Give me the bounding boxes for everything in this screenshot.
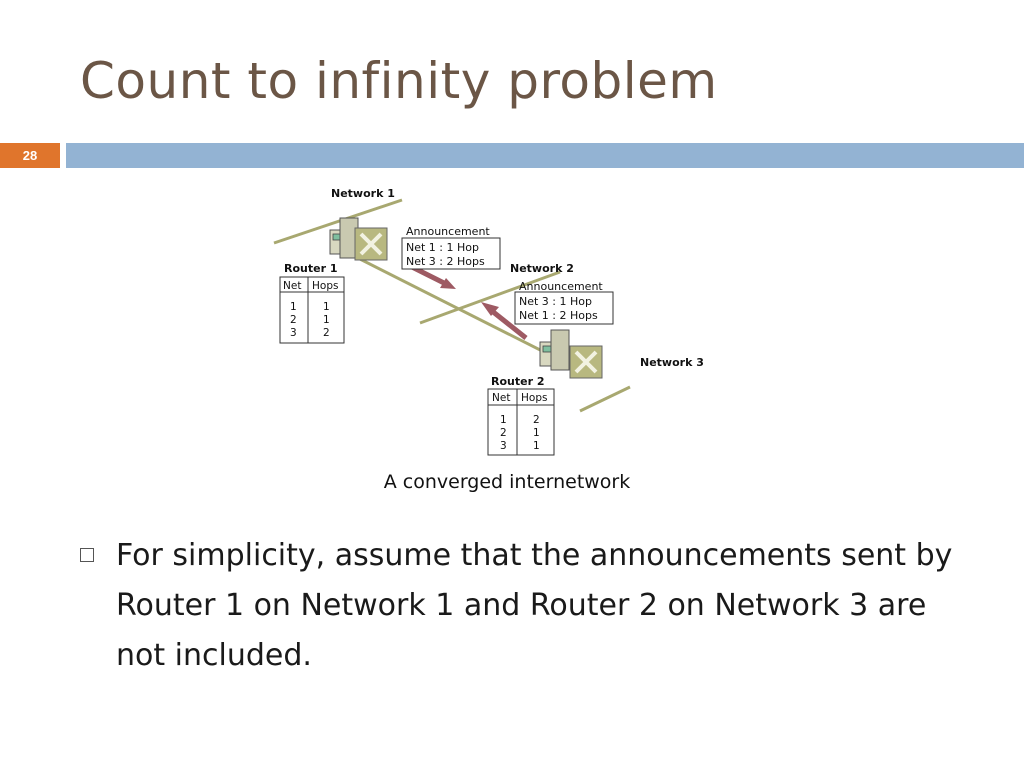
announcement-2-line-1: Net 3 : 1 Hop — [519, 295, 592, 308]
network-3-line — [579, 385, 631, 413]
announcement-1-line-2: Net 3 : 2 Hops — [406, 255, 485, 268]
router-1-hops-1: 1 — [323, 301, 330, 313]
router-2-net-3: 3 — [500, 440, 507, 452]
router-1-table: Router 1 Net Hops 1 1 2 1 3 2 — [279, 262, 345, 344]
announcement-1: Announcement Net 1 : 1 Hop Net 3 : 2 Hop… — [401, 225, 501, 270]
router-1-hops-3: 2 — [323, 327, 330, 339]
announcement-1-heading: Announcement — [406, 225, 490, 238]
router-1-hops-2: 1 — [323, 314, 330, 326]
router-2-hops-3: 1 — [533, 440, 540, 452]
network-3-label: Network 3 — [640, 356, 704, 369]
header-bar — [66, 143, 1024, 168]
announcement-2: Announcement Net 3 : 1 Hop Net 1 : 2 Hop… — [514, 280, 614, 325]
network-diagram: Network 1 Network 2 Network 3 Announceme… — [260, 180, 740, 470]
bullet-item: For simplicity, assume that the announce… — [80, 531, 980, 681]
diagram-svg: Network 1 Network 2 Network 3 Announceme… — [273, 187, 704, 456]
router-1-net-1: 1 — [290, 301, 297, 313]
bullet-text: For simplicity, assume that the announce… — [116, 538, 953, 673]
diagram-caption: A converged internetwork — [383, 471, 631, 493]
router-1-net-3: 3 — [290, 327, 297, 339]
router-link-line — [345, 250, 561, 362]
router-1-icon — [329, 217, 388, 261]
slide-number: 28 — [0, 143, 60, 168]
network-1-label: Network 1 — [331, 187, 395, 200]
router-1-header-net: Net — [283, 280, 301, 292]
announcement-2-heading: Announcement — [519, 280, 603, 293]
router-1-net-2: 2 — [290, 314, 297, 326]
announcement-2-line-2: Net 1 : 2 Hops — [519, 309, 598, 322]
slide-title: Count to infinity problem — [80, 52, 718, 110]
router-2-icon — [539, 329, 603, 379]
router-1-header-hops: Hops — [312, 280, 338, 292]
square-bullet-icon — [80, 548, 94, 562]
announcement-arrow-2 — [481, 302, 528, 340]
router-2-net-2: 2 — [500, 427, 507, 439]
network-2-line — [419, 270, 561, 325]
network-2-label: Network 2 — [510, 262, 574, 275]
network-1-line — [273, 198, 403, 245]
router-2-header-hops: Hops — [521, 392, 547, 404]
router-2-hops-2: 1 — [533, 427, 540, 439]
router-1-label: Router 1 — [284, 262, 338, 275]
announcement-1-line-1: Net 1 : 1 Hop — [406, 241, 479, 254]
router-2-table: Router 2 Net Hops 1 2 2 1 3 1 — [487, 375, 555, 456]
router-2-header-net: Net — [492, 392, 510, 404]
router-2-net-1: 1 — [500, 414, 507, 426]
router-2-label: Router 2 — [491, 375, 545, 388]
router-2-hops-1: 2 — [533, 414, 540, 426]
